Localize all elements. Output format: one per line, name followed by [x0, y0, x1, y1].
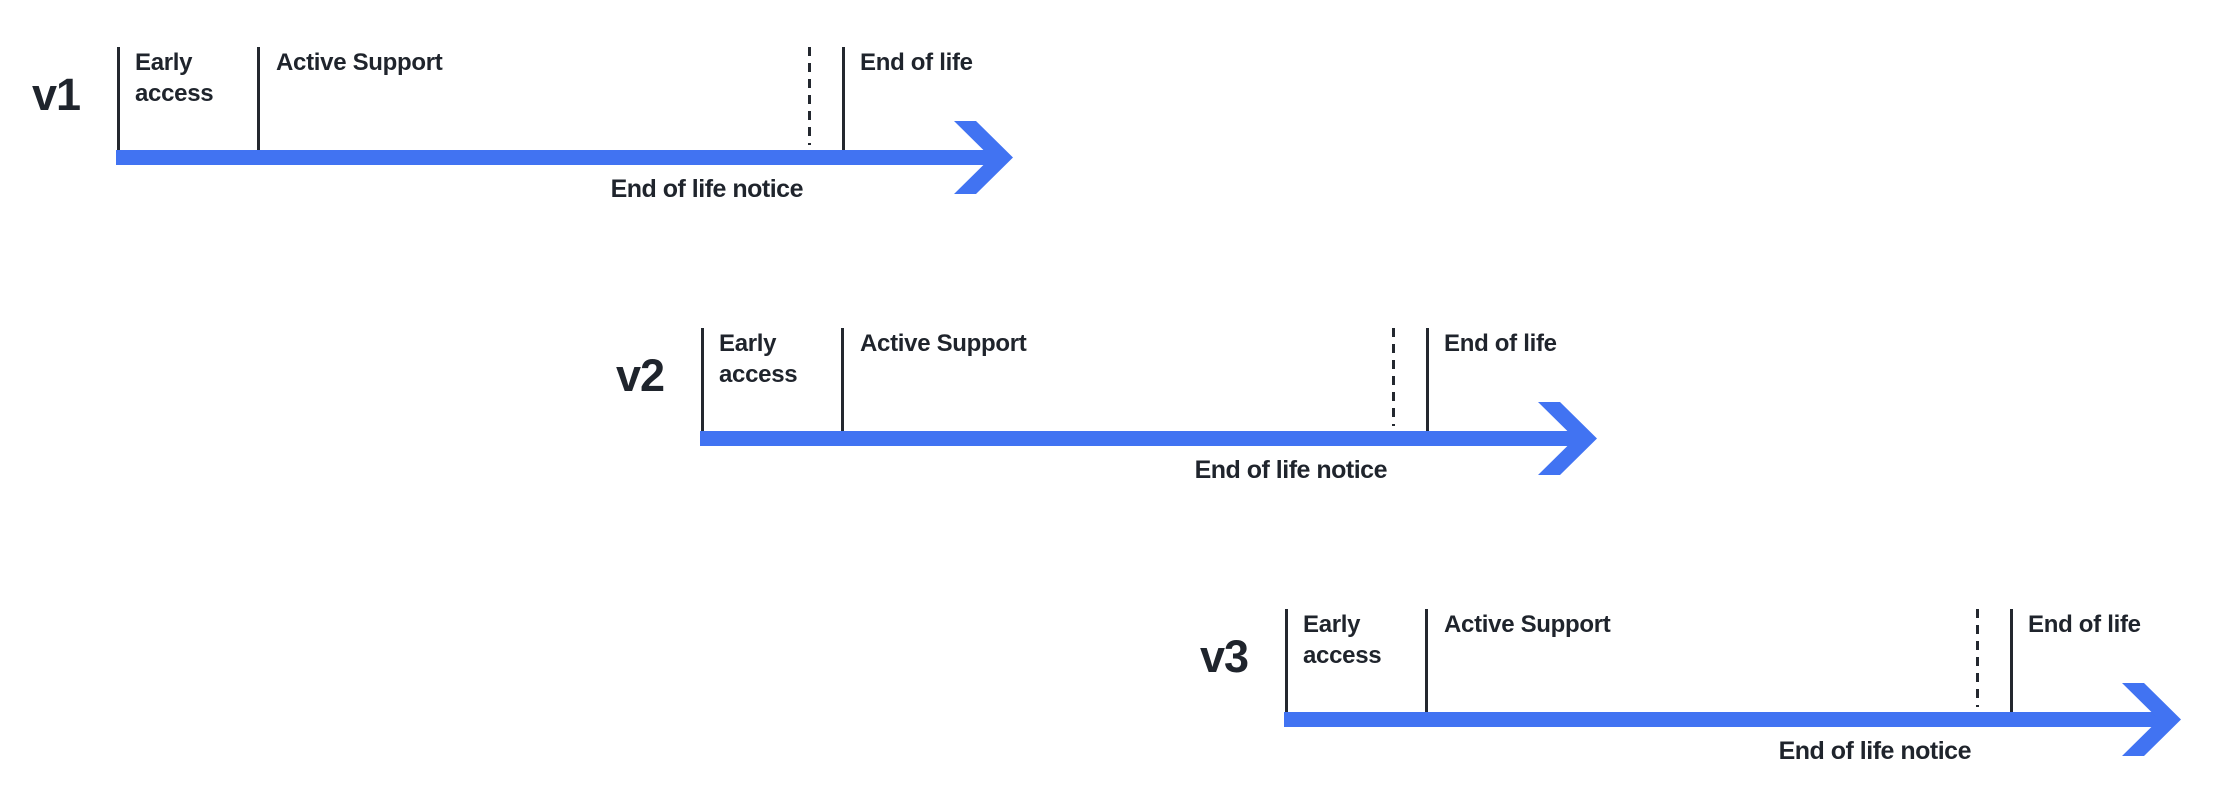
active-support-label: Active Support: [1444, 611, 1611, 638]
early-access-label: Early access: [719, 330, 798, 388]
timeline-arrow-icon: [700, 402, 1597, 475]
eol-notice-dashed-line: [1392, 328, 1395, 426]
end-of-life-tick: [2010, 609, 2013, 712]
version-label: v2: [615, 350, 665, 401]
eol-notice-dashed-line: [808, 47, 811, 145]
early-access-label: Early access: [1303, 611, 1382, 669]
version-label: v3: [1199, 631, 1249, 682]
timeline-arrow-icon: [116, 121, 1013, 194]
active-support-label: Active Support: [860, 330, 1027, 357]
eol-notice-dashed-line: [1976, 609, 1979, 707]
eol-notice-label: End of life notice: [610, 175, 804, 203]
timeline-arrow-icon: [1284, 683, 2181, 756]
active-support-tick: [841, 328, 844, 431]
early-access-tick: [1285, 609, 1288, 712]
eol-notice-label: End of life notice: [1778, 737, 1972, 765]
early-access-tick: [701, 328, 704, 431]
active-support-label: Active Support: [276, 49, 443, 76]
eol-notice-label: End of life notice: [1194, 456, 1388, 484]
version-label: v1: [31, 69, 81, 120]
end-of-life-label: End of life: [1444, 330, 1557, 357]
early-access-label: Early access: [135, 49, 214, 107]
end-of-life-tick: [842, 47, 845, 150]
end-of-life-label: End of life: [860, 49, 973, 76]
active-support-tick: [257, 47, 260, 150]
early-access-tick: [117, 47, 120, 150]
end-of-life-tick: [1426, 328, 1429, 431]
end-of-life-label: End of life: [2028, 611, 2141, 638]
active-support-tick: [1425, 609, 1428, 712]
